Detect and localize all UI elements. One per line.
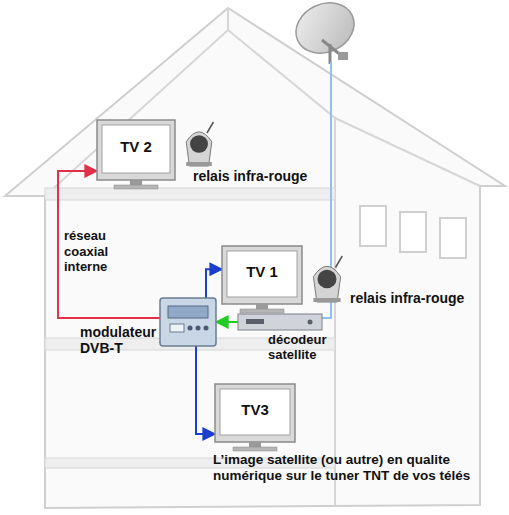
tv-label: TV 1 xyxy=(246,263,278,280)
modulator-device: modulateur DVB-T xyxy=(160,298,216,346)
cable-connector xyxy=(58,171,160,318)
tv-screen: TV 2 xyxy=(97,120,175,180)
tv-screen: TV 1 xyxy=(222,246,302,304)
device-label: relais infra-rouge xyxy=(350,290,500,306)
device-label: modulateur DVB-T xyxy=(80,324,164,356)
house-outline xyxy=(5,8,505,508)
relay-icon xyxy=(310,256,344,302)
roof-ridge xyxy=(227,8,229,30)
cable-connector xyxy=(196,346,215,434)
cable-connector xyxy=(216,321,238,323)
tv-label: TV3 xyxy=(241,401,269,418)
tv-screen: TV3 xyxy=(215,384,295,442)
relay-icon xyxy=(183,122,215,166)
side-eave xyxy=(335,118,480,186)
satellite-dish xyxy=(288,0,363,64)
device-label: décodeur satellite xyxy=(268,333,360,363)
caption-note: L’image satellite (ou autre) en qualite … xyxy=(213,452,503,484)
decoder-icon xyxy=(238,314,322,330)
relay-device: relais infra-rouge xyxy=(183,122,215,166)
tv-label: TV 2 xyxy=(120,138,152,155)
cable-connector xyxy=(206,269,222,298)
cable-label: réseau coaxial interne xyxy=(64,228,124,275)
side-windows xyxy=(360,206,466,258)
decoder-device: décodeur satellite xyxy=(238,314,322,330)
house-front-edge xyxy=(45,30,335,505)
relay-device: relais infra-rouge xyxy=(310,256,344,302)
modulator-icon xyxy=(160,298,216,346)
upper-floor xyxy=(45,188,335,200)
device-label: relais infra-rouge xyxy=(193,168,333,184)
